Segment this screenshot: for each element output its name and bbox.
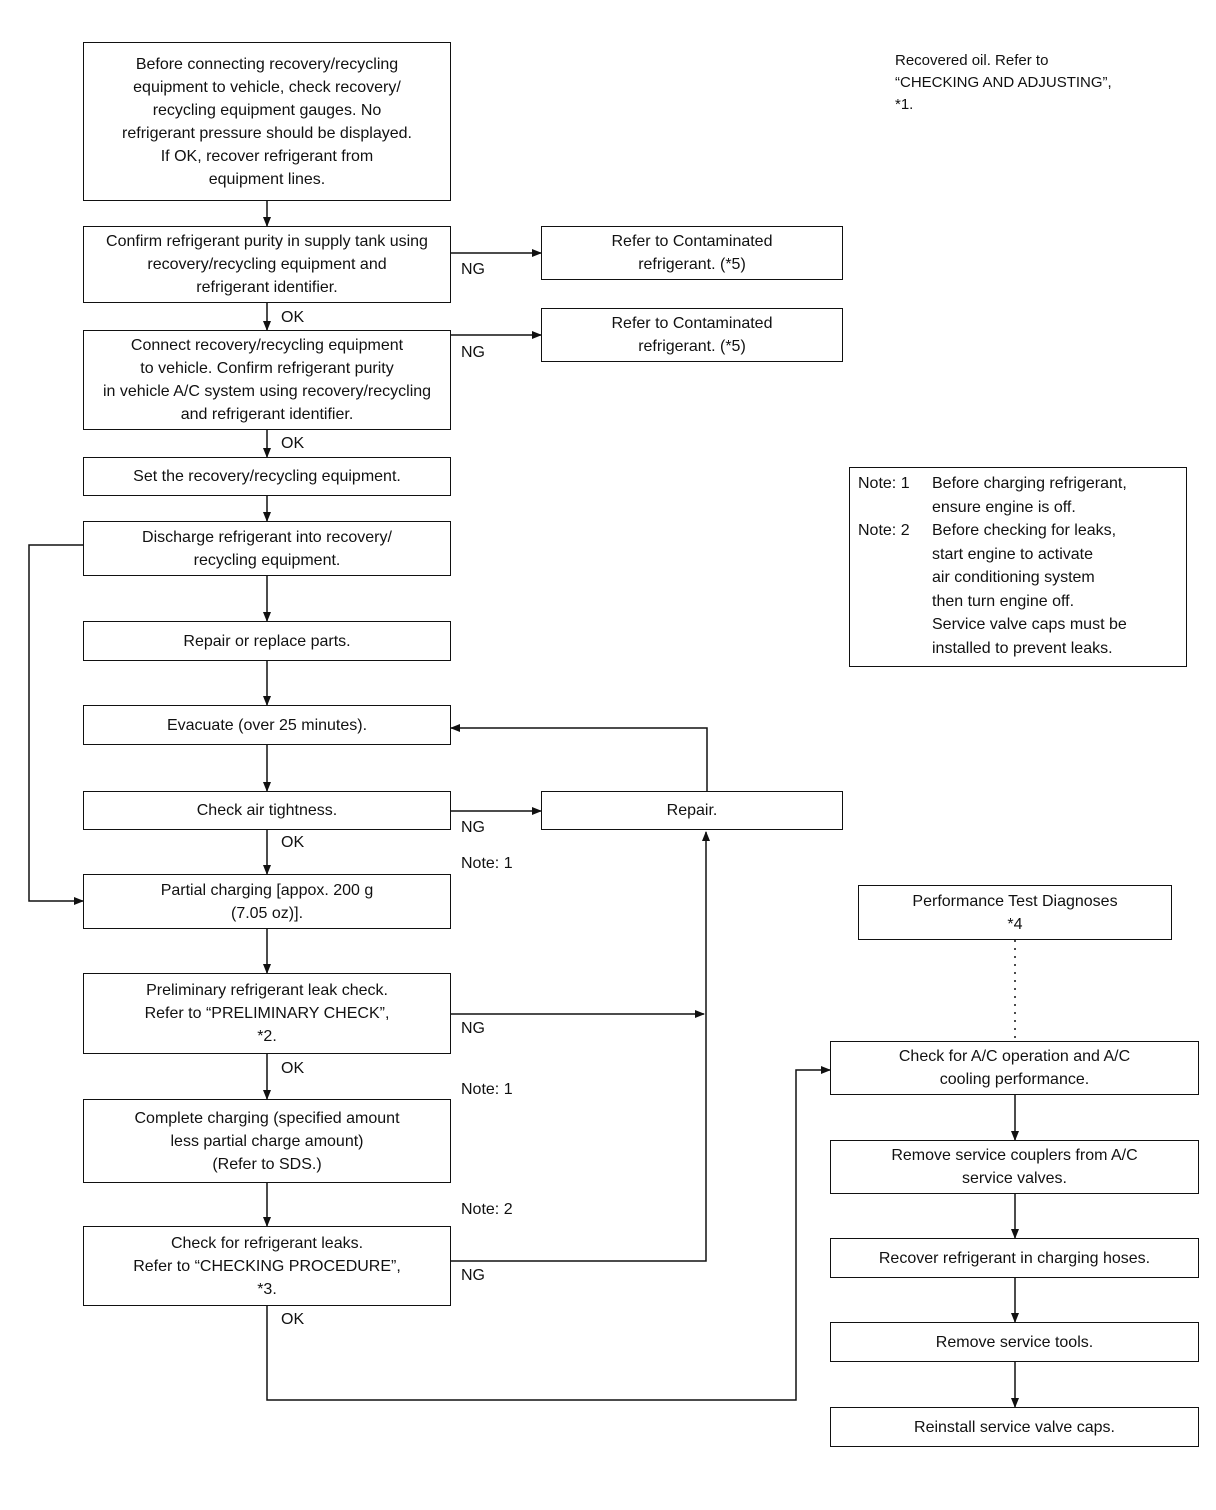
note-2: Note: 2 Before checking for leaks, start… bbox=[858, 519, 1178, 660]
notes-box: Note: 1 Before charging refrigerant, ens… bbox=[849, 467, 1187, 667]
step-check-gauges: Before connecting recovery/recycling equ… bbox=[83, 42, 451, 201]
contaminated-refrigerant-2: Refer to Contaminated refrigerant. (*5) bbox=[541, 308, 843, 362]
arrow-repair-s7 bbox=[450, 724, 708, 791]
step-text: Repair or replace parts. bbox=[183, 632, 351, 650]
label-ng: NG bbox=[461, 1020, 485, 1037]
line-s12-repair bbox=[451, 831, 710, 1262]
step-text: Set the recovery/recycling equipment. bbox=[133, 468, 401, 485]
step-text: Complete charging (specified amount less… bbox=[134, 1109, 400, 1173]
step-remove-couplers: Remove service couplers from A/C service… bbox=[830, 1140, 1199, 1194]
label-ng: NG bbox=[461, 1267, 485, 1284]
step-text: Before connecting recovery/recycling equ… bbox=[122, 55, 412, 188]
note-1-heading: Note: 1 bbox=[858, 475, 910, 492]
step-check-ac-operation: Check for A/C operation and A/C cooling … bbox=[830, 1041, 1199, 1095]
label-ng: NG bbox=[461, 344, 485, 361]
label-ok: OK bbox=[281, 435, 305, 452]
step-text: Preliminary refrigerant leak check. Refe… bbox=[144, 982, 390, 1045]
label-ok: OK bbox=[281, 834, 305, 851]
label-ok: OK bbox=[281, 309, 305, 326]
step-text: Check air tightness. bbox=[196, 802, 338, 819]
step-repair-parts: Repair or replace parts. bbox=[83, 621, 451, 661]
arrow-s12-r1 bbox=[266, 1066, 831, 1401]
step-text: Remove service tools. bbox=[935, 1333, 1094, 1351]
step-remove-tools: Remove service tools. bbox=[830, 1322, 1199, 1362]
step-text: Reinstall service valve caps. bbox=[914, 1418, 1115, 1436]
step-set-equipment: Set the recovery/recycling equipment. bbox=[83, 457, 451, 496]
step-text: Remove service couplers from A/C service… bbox=[891, 1147, 1138, 1187]
note-2-heading: Note: 2 bbox=[858, 522, 910, 539]
step-confirm-vehicle-purity: Connect recovery/recycling equipment to … bbox=[83, 330, 451, 430]
step-evacuate: Evacuate (over 25 minutes). bbox=[83, 705, 451, 745]
arrow-s5-s9-bypass bbox=[28, 544, 84, 905]
step-text: Confirm refrigerant purity in supply tan… bbox=[106, 233, 428, 296]
step-partial-charging: Partial charging [appox. 200 g (7.05 oz)… bbox=[83, 874, 451, 929]
step-recover-hoses: Recover refrigerant in charging hoses. bbox=[830, 1238, 1199, 1278]
step-check-air-tightness: Check air tightness. bbox=[83, 791, 451, 830]
label-ok: OK bbox=[281, 1311, 305, 1328]
step-text: Performance Test Diagnoses *4 bbox=[912, 892, 1118, 933]
step-discharge: Discharge refrigerant into recovery/ rec… bbox=[83, 521, 451, 576]
step-text: Evacuate (over 25 minutes). bbox=[166, 716, 368, 734]
step-complete-charging: Complete charging (specified amount less… bbox=[83, 1099, 451, 1183]
step-text: Recover refrigerant in charging hoses. bbox=[878, 1249, 1151, 1267]
recovered-oil-reference: Recovered oil. Refer to “CHECKING AND AD… bbox=[895, 52, 1112, 113]
note-1-body: Before charging refrigerant, ensure engi… bbox=[932, 475, 1127, 516]
step-text: Refer to Contaminated refrigerant. (*5) bbox=[611, 233, 773, 273]
step-text: Refer to Contaminated refrigerant. (*5) bbox=[611, 315, 773, 355]
step-text: Connect recovery/recycling equipment to … bbox=[102, 337, 432, 423]
step-repair: Repair. bbox=[541, 791, 843, 830]
label-ok: OK bbox=[281, 1060, 305, 1077]
label-ng: NG bbox=[461, 819, 485, 836]
step-text: Partial charging [appox. 200 g (7.05 oz)… bbox=[160, 881, 374, 922]
label-ng: NG bbox=[461, 261, 485, 278]
performance-test-diagnoses: Performance Test Diagnoses *4 bbox=[858, 885, 1172, 940]
note-marker-2: Note: 2 bbox=[461, 1201, 513, 1218]
note-1: Note: 1 Before charging refrigerant, ens… bbox=[858, 472, 1178, 519]
step-text: Check for refrigerant leaks. Refer to “C… bbox=[133, 1234, 401, 1298]
step-text: Repair. bbox=[666, 802, 718, 819]
contaminated-refrigerant-1: Refer to Contaminated refrigerant. (*5) bbox=[541, 226, 843, 280]
step-check-leaks: Check for refrigerant leaks. Refer to “C… bbox=[83, 1226, 451, 1306]
step-reinstall-caps: Reinstall service valve caps. bbox=[830, 1407, 1199, 1447]
step-confirm-supply-purity: Confirm refrigerant purity in supply tan… bbox=[83, 226, 451, 303]
step-text: Check for A/C operation and A/C cooling … bbox=[898, 1048, 1131, 1088]
note-marker-1: Note: 1 bbox=[461, 1081, 513, 1098]
note-2-body: Before checking for leaks, start engine … bbox=[932, 522, 1127, 657]
note-marker-1: Note: 1 bbox=[461, 855, 513, 872]
step-preliminary-leak-check: Preliminary refrigerant leak check. Refe… bbox=[83, 973, 451, 1054]
step-text: Discharge refrigerant into recovery/ rec… bbox=[142, 528, 392, 569]
